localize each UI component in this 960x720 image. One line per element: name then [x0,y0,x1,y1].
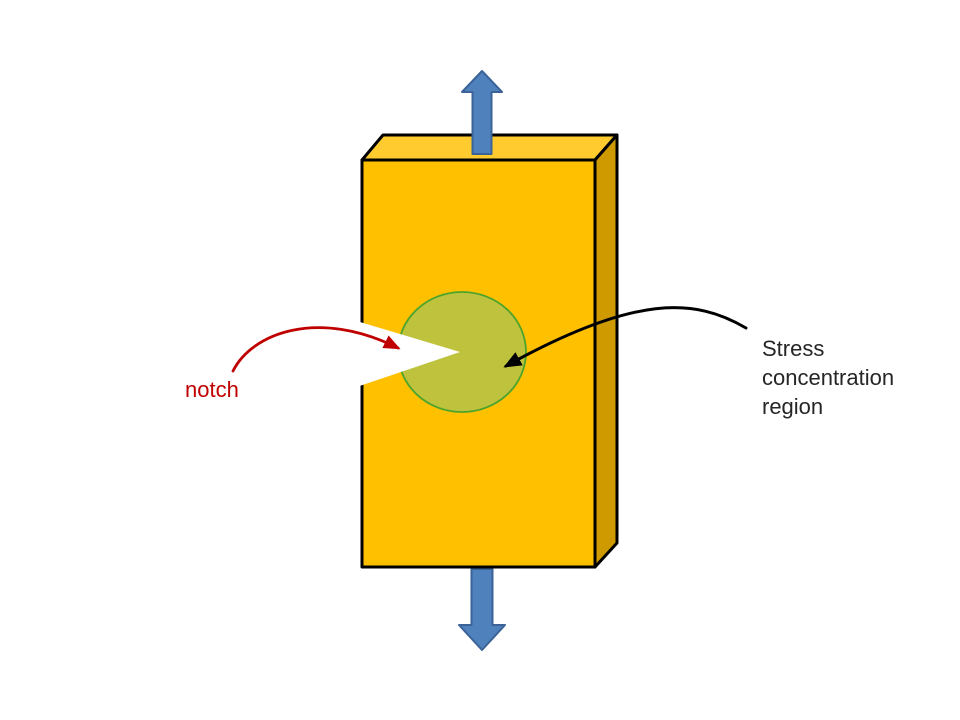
stress-label-line-2: concentration [762,365,895,390]
stress-pointer-arrow [503,306,748,368]
block-side-face [593,133,619,569]
tension-arrow-down [458,568,506,651]
notch-pointer-arrow [231,326,401,373]
stress-label-line-3: region [762,394,824,419]
stress-label-line-1: Stress [762,336,825,361]
tension-arrow-up [461,70,503,155]
notch-label: notch [185,377,239,402]
stress-concentration-label: Stress concentration region [762,334,894,421]
